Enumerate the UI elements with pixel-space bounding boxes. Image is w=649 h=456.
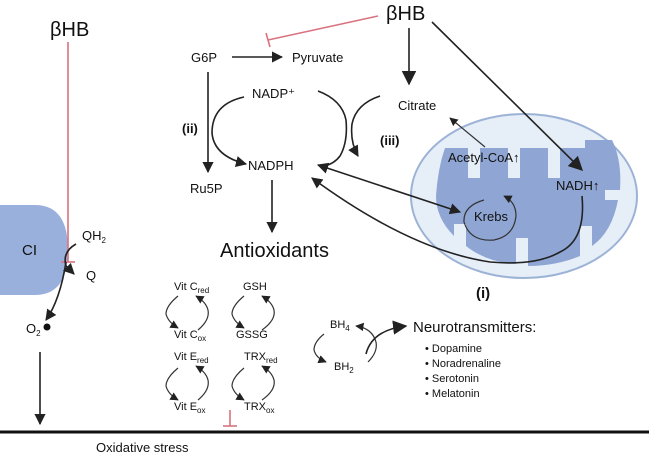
nt-item-serotonin: • Serotonin bbox=[425, 373, 479, 385]
vitc-cycle-left-arrow bbox=[165, 295, 179, 329]
bhb-top-inhibition-bar bbox=[265, 32, 271, 48]
nt-item-melatonin: • Melatonin bbox=[425, 388, 480, 400]
gsh-cycle-left-arrow bbox=[231, 295, 245, 329]
nt-item-dopamine: • Dopamine bbox=[425, 343, 482, 355]
bh4-label: BH4 bbox=[330, 319, 350, 333]
gssg-label: GSSG bbox=[236, 329, 268, 341]
vite-cycle-left-arrow bbox=[165, 367, 179, 401]
oxidative-stress-label: Oxidative stress bbox=[96, 440, 189, 455]
complex-to-o2-arrow bbox=[45, 261, 67, 321]
bh4-to-neurotransmitters-arrow bbox=[365, 320, 408, 355]
roman-i-label: (i) bbox=[476, 285, 490, 302]
roman-ii-label: (ii) bbox=[182, 121, 198, 136]
vite-red-label: Vit Ered bbox=[174, 351, 209, 365]
acetyl-coa-to-citrate-arrow bbox=[449, 117, 486, 148]
o2-label: O2 bbox=[26, 321, 41, 338]
vite-cycle-right-arrow bbox=[195, 365, 209, 401]
complex-i-label: CI bbox=[22, 242, 37, 259]
nadp-plus-label: NADP⁺ bbox=[252, 86, 295, 101]
trx-ox-label: TRXox bbox=[244, 401, 274, 415]
nadh-to-nadph-arrow bbox=[311, 177, 584, 264]
citrate-cycle-in-arrow bbox=[348, 95, 381, 157]
krebs-cycle-arrow bbox=[463, 195, 517, 241]
g6p-label: G6P bbox=[191, 50, 217, 65]
antioxidant-cycles bbox=[165, 295, 275, 401]
bh4-cycle-left-arrow bbox=[313, 333, 327, 364]
bhb-top-label: βHB bbox=[386, 3, 425, 25]
nt-item-noradrenaline: • Noradrenaline bbox=[425, 358, 501, 370]
vitc-cycle-right-arrow bbox=[195, 295, 209, 331]
nadp-to-nadph-cycle-arrow bbox=[211, 96, 248, 167]
roman-iii-label: (iii) bbox=[380, 133, 400, 148]
krebs-label: Krebs bbox=[474, 209, 508, 224]
mitochondrion-cristae bbox=[436, 140, 621, 266]
vitc-red-label: Vit Cred bbox=[174, 281, 209, 295]
qh2-label: QH2 bbox=[82, 228, 107, 245]
nadh-label: NADH↑ bbox=[556, 178, 599, 193]
bhb-top-inhibition-line bbox=[267, 15, 379, 41]
vite-ox-label: Vit Eox bbox=[174, 401, 205, 415]
nadph-label: NADPH bbox=[248, 158, 294, 173]
gsh-label: GSH bbox=[243, 281, 267, 293]
citrate-label: Citrate bbox=[398, 98, 436, 113]
trx-red-label: TRXred bbox=[244, 351, 278, 365]
bh2-label: BH2 bbox=[334, 361, 354, 375]
complex-i-shape bbox=[0, 205, 68, 295]
bhb-to-nadh-arrow bbox=[431, 21, 584, 172]
acetyl-coa-label: Acetyl-CoA↑ bbox=[448, 150, 520, 165]
antioxidants-label: Antioxidants bbox=[220, 240, 329, 262]
bh4-cycle-right-arrow bbox=[355, 322, 377, 363]
nadp-cycle-out-arrow bbox=[317, 90, 348, 167]
trx-cycle-left-arrow bbox=[231, 367, 245, 401]
ru5p-label: Ru5P bbox=[190, 181, 223, 196]
mitochondrion bbox=[410, 113, 638, 279]
vitc-ox-label: Vit Cox bbox=[174, 329, 206, 343]
pyruvate-label: Pyruvate bbox=[292, 50, 343, 65]
trx-cycle-right-arrow bbox=[261, 365, 275, 401]
q-label: Q bbox=[86, 268, 96, 283]
gsh-cycle-right-arrow bbox=[261, 295, 275, 331]
o2-radical-dot bbox=[43, 323, 51, 331]
bhb-left-label: βHB bbox=[50, 19, 89, 41]
nadph-to-krebs-arrow bbox=[316, 162, 462, 215]
neurotransmitters-heading: Neurotransmitters: bbox=[413, 319, 536, 336]
